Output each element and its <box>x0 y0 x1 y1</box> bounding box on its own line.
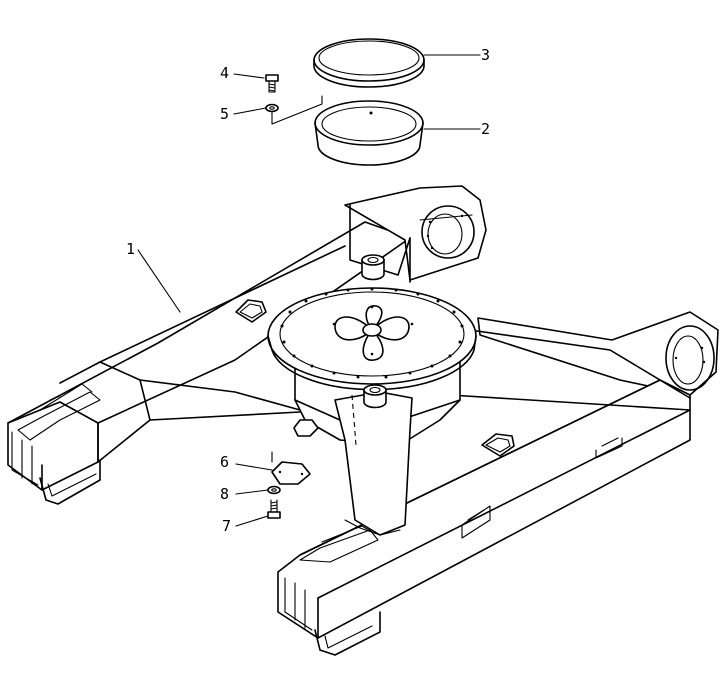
part-3-ring <box>313 38 425 88</box>
callout-3: 3 <box>481 46 490 64</box>
part-2-sleeve <box>314 100 424 166</box>
part-7-bolt <box>267 499 281 519</box>
part-1-frame <box>7 185 719 656</box>
part-6-cover <box>271 451 311 485</box>
flange-bolt-holes <box>280 287 464 379</box>
leader-lines <box>137 54 481 527</box>
callout-5: 5 <box>220 105 229 123</box>
part-5-washer <box>265 95 323 125</box>
part-4-bolt <box>265 74 279 93</box>
callout-1: 1 <box>126 240 135 258</box>
callout-7: 7 <box>222 517 231 535</box>
part-8-washer <box>267 485 281 495</box>
callout-6: 6 <box>220 453 229 471</box>
callout-4: 4 <box>220 64 229 82</box>
center-clover-opening <box>332 305 414 361</box>
callouts: 1 2 3 4 5 6 8 7 <box>126 46 490 535</box>
callout-8: 8 <box>220 485 229 503</box>
callout-2: 2 <box>481 120 490 138</box>
